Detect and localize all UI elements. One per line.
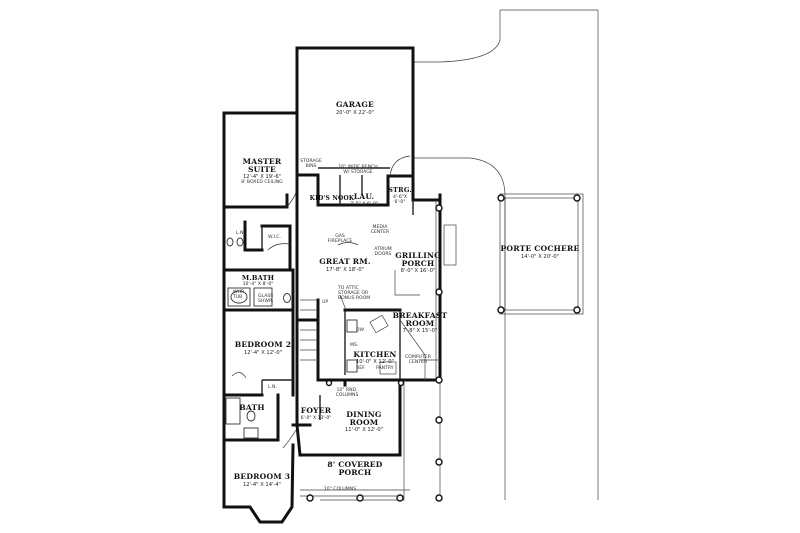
driveway [413, 9, 599, 500]
kitchen-label: KITCHEN [353, 350, 396, 359]
storage-bins-2: BINS [306, 163, 317, 169]
columns-porch-note: 10" COLUMNS [324, 486, 356, 492]
covered-porch-label-2: PORCH [339, 468, 372, 477]
central-walls [295, 173, 457, 457]
pantry-note: PANTRY [376, 365, 394, 371]
dining-room-label-1: DINING [346, 410, 381, 419]
bench-note-1: 16" WIDE BENCH [338, 164, 377, 170]
garage-label: GARAGE [336, 100, 374, 109]
attic-note-3: BONUS ROOM [338, 295, 370, 301]
up-note: UP [322, 299, 328, 305]
attic-note-2: STORAGE OR [338, 290, 369, 296]
grilling-porch-label-2: PORCH [402, 259, 435, 268]
media-center-2: CENTER [371, 229, 390, 235]
master-suite-walls [222, 111, 299, 272]
dw-note: DW [356, 327, 365, 333]
breakfast-room-label-1: BREAKFAST [393, 311, 448, 320]
porte-cochere-label: PORTE COCHERE [501, 244, 580, 253]
m-bath-dim: 10'-4" X 8'-0" [243, 281, 274, 287]
dining-room-dim: 11'-0" X 12'-0" [345, 427, 383, 433]
master-suite-dim: 12'-4" X 19'-6" [243, 174, 281, 180]
master-suite-note: 8' BOXED CEILING [241, 179, 283, 185]
computer-center-1: COMPUTER [405, 354, 432, 360]
foyer-label: FOYER [301, 406, 332, 415]
atrium-doors-2: DOORS [375, 251, 392, 257]
master-bath [222, 237, 295, 312]
bedroom-3-label: BEDROOM 3 [234, 472, 290, 481]
ms-note: MS. [350, 342, 358, 348]
bath-label: BATH [239, 403, 265, 412]
dining-room-label-2: ROOM [350, 418, 379, 427]
porte-cochere-dim: 14'-0" X 20'-0" [521, 254, 559, 260]
porch [300, 200, 443, 502]
columns-interior-1: 10" RND. [336, 387, 357, 393]
breakfast-room-dim: 7'-8" X 15'-0" [403, 328, 438, 334]
great-rm-label: GREAT RM. [319, 257, 371, 266]
grilling-porch-label-1: GRILLING [395, 251, 441, 260]
strg-dim-1: 4'-6"X [393, 194, 407, 200]
atrium-doors-1: ATRIUM [374, 246, 392, 252]
m-bath-label: M.BATH [242, 274, 274, 282]
strg-dim-2: 6'-0" [395, 199, 406, 205]
linen-note-2: L.N. [268, 384, 277, 390]
glass-shwr-2: SHWR. [258, 298, 273, 304]
gas-fireplace-2: FIREPLACE [328, 238, 353, 244]
ref-note: REF. [356, 365, 365, 371]
gas-fireplace-1: GAS [335, 233, 345, 239]
master-suite-label-2: SUITE [248, 165, 276, 174]
columns-interior-2: COLUMNS [336, 392, 359, 398]
covered-porch-label-1: 8' COVERED [327, 460, 382, 469]
storage-bins-1: STORAGE [300, 158, 322, 164]
attic-note-1: TO ATTIC [337, 285, 359, 291]
grilling-porch-dim: 8'-0" X 16'-0" [401, 268, 436, 274]
bath [222, 393, 280, 442]
foyer-dim: 6'-0" X 13'-0" [301, 415, 332, 421]
wic-note: W.I.C. [268, 234, 281, 240]
master-suite-label-1: MASTER [243, 157, 282, 166]
computer-center-2: CENTER [409, 359, 428, 365]
strg-label: STRG. [388, 186, 412, 194]
porte-cochere-structure [497, 193, 584, 315]
great-rm-dim: 17'-8" X 18'-0" [326, 267, 364, 273]
linen-note-1: L.N. [236, 230, 245, 236]
lau-label: LAU. [354, 192, 375, 201]
glass-shwr-1: GLASS [258, 293, 273, 299]
wi-tub-2: TUB [232, 294, 242, 300]
bedroom-2-label: BEDROOM 2 [235, 340, 291, 349]
kitchen-dim: 10'-0" X 12'-0" [356, 359, 394, 365]
kids-nook-label: KID'S NOOK [310, 195, 355, 202]
lau-dim: 7'-5" X 6'-0" [350, 201, 378, 207]
bedroom-3-dim: 12'-4" X 14'-4" [243, 482, 281, 488]
breakfast-room-label-2: ROOM [406, 319, 435, 328]
wi-tub-1: WHP. [233, 289, 245, 295]
bench-note-2: W/ STORAGE [343, 169, 373, 175]
bedroom-2-dim: 12'-4" X 12'-0" [244, 350, 282, 356]
garage-dim: 20'-0" X 22'-0" [336, 110, 374, 116]
media-center-1: MEDIA [373, 224, 389, 230]
